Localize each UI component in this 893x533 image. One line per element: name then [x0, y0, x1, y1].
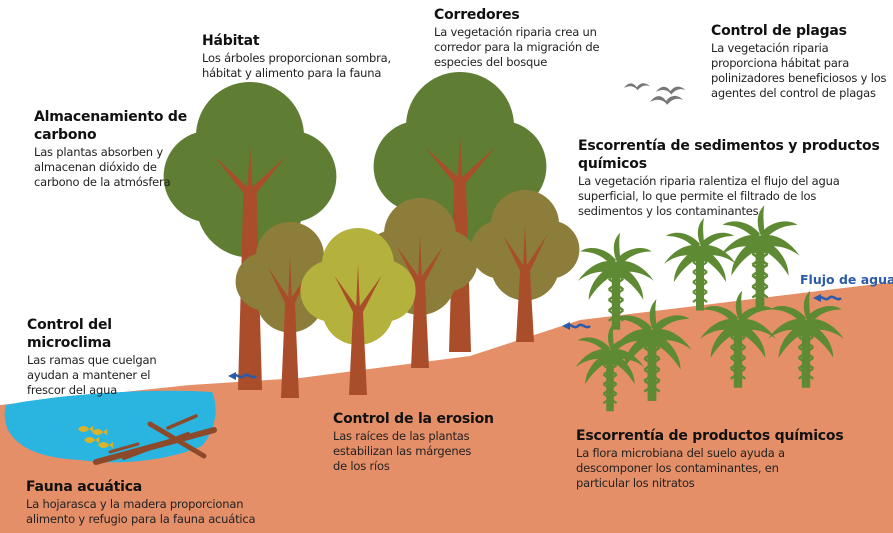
chemical-runoff-title: Escorrentía de productos químicos: [576, 428, 844, 444]
carbon-title-line: Almacenamiento de: [34, 109, 188, 125]
erosion-text-line: Las raíces de las plantas: [333, 429, 470, 443]
sediment-text-line: superficial, lo que permite el filtrado …: [578, 189, 817, 203]
pest-control-text-line: polinizadores beneficiosos y los: [711, 71, 887, 85]
log-icon: [122, 432, 190, 460]
tree-trunk: [334, 264, 382, 395]
tree-trunk: [396, 234, 444, 368]
microclimate-title: Control del microclima: [27, 317, 112, 351]
pest-control-title: Control de plagas: [711, 23, 847, 39]
carbon-text-line: carbono de la atmósfera: [34, 175, 171, 189]
carbon-text-line: Las plantas absorben y: [34, 145, 163, 159]
pest-control-text-line: La vegetación riparia: [711, 41, 829, 55]
label-microclimate: Control del microclima Las ramas que cue…: [27, 316, 197, 398]
aquatic-fauna-text-line: La hojarasca y la madera proporcionan: [26, 497, 244, 511]
label-carbon: Almacenamiento de carbono Las plantas abs…: [34, 108, 204, 190]
habitat-title: Hábitat: [202, 33, 260, 49]
sediment-text-line: La vegetación riparia ralentiza el flujo…: [578, 174, 840, 188]
erosion-title: Control de la erosion: [333, 411, 494, 427]
chemical-runoff-text-line: descomponer los contaminantes, en: [576, 461, 779, 475]
tree-trunk: [267, 255, 313, 398]
label-erosion: Control de la erosion Las raíces de las …: [333, 410, 533, 474]
corridors-text-line: especies del bosque: [434, 55, 548, 69]
water-flow-label: Flujo de agua: [800, 272, 893, 287]
erosion-text-line: de los ríos: [333, 459, 390, 473]
bird-icon: [650, 95, 684, 105]
pest-control-text-line: proporciona hábitat para: [711, 56, 850, 70]
microclimate-text-line: frescor del agua: [27, 383, 118, 397]
chemical-runoff-text-line: La flora microbiana del suelo ayuda a: [576, 446, 785, 460]
water-arrow-icon: [813, 294, 843, 302]
sediment-text-line: sedimentos y los contaminantes: [578, 204, 759, 218]
tree-icon: [470, 190, 580, 342]
sediment-title-line: Escorrentía de sedimentos y productos: [578, 138, 880, 154]
habitat-text-line: Los árboles proporcionan sombra,: [202, 51, 391, 65]
bird-icon: [624, 83, 651, 91]
water-arrow-icon: [562, 322, 592, 330]
bird-icon: [656, 86, 686, 95]
palm-icon: [664, 218, 736, 312]
label-aquatic-fauna: Fauna acuática La hojarasca y la madera …: [26, 478, 306, 527]
aquatic-fauna-text-line: alimento y refugio para la fauna acuátic…: [26, 512, 256, 526]
carbon-text-line: almacenan dióxido de: [34, 160, 157, 174]
tree-icon: [235, 222, 345, 398]
log-icon: [166, 414, 198, 430]
chemical-runoff-text-line: particular los nitratos: [576, 476, 695, 490]
bird-flock: [624, 83, 686, 105]
corridors-text-line: corredor para la migración de: [434, 40, 600, 54]
carbon-title-line: carbono: [34, 127, 97, 143]
palm-icon: [720, 205, 800, 308]
corridors-text-line: La vegetación riparia crea un: [434, 25, 597, 39]
log-icon: [108, 442, 140, 454]
microclimate-text-line: ayudan a mantener el: [27, 368, 151, 382]
label-sediment-runoff: Escorrentía de sedimentos y productos quí…: [578, 137, 890, 219]
water-arrows: [228, 294, 843, 380]
microclimate-text-line: Las ramas que cuelgan: [27, 353, 157, 367]
label-habitat: Hábitat Los árboles proporcionan sombra,…: [202, 32, 412, 81]
label-corridors: Corredores La vegetación riparia crea un…: [434, 6, 634, 70]
canopy-group: [163, 72, 580, 398]
pest-control-text-line: agentes del control de plagas: [711, 86, 876, 100]
erosion-text-line: estabilizan las márgenes: [333, 444, 472, 458]
tree-icon: [362, 198, 478, 368]
sediment-title-line: químicos: [578, 156, 647, 172]
tree-icon: [300, 228, 416, 395]
label-chemical-runoff: Escorrentía de productos químicos La flo…: [576, 427, 876, 491]
aquatic-fauna-title: Fauna acuática: [26, 479, 143, 495]
fallen-wood: [93, 414, 217, 465]
habitat-text-line: hábitat y alimento para la fauna: [202, 66, 382, 80]
water-arrow-icon: [228, 372, 258, 380]
corridors-title: Corredores: [434, 7, 520, 23]
tree-trunk: [502, 223, 548, 342]
